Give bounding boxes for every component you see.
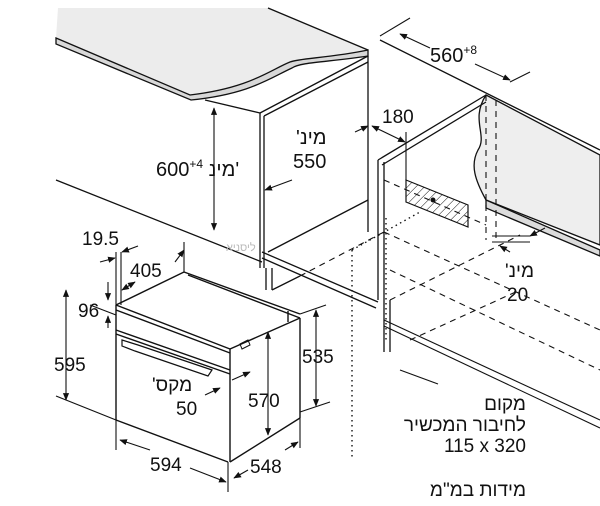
bottom-gap-prefix: מינ'	[505, 261, 535, 282]
connection-note-line3: 115 x 320	[443, 436, 526, 457]
rear-gap-label: 180	[382, 107, 414, 128]
cabinet-depth-prefix: מינ'	[296, 127, 327, 149]
right-cabinet	[377, 39, 600, 300]
cabinet-depth-label: 550	[293, 151, 327, 173]
left-cabinet	[204, 55, 369, 268]
cabinet-width-label: 560+8	[430, 43, 478, 67]
bottom-gap-label: 20	[507, 285, 529, 306]
oven-top-offset-label: 19.5	[82, 229, 119, 250]
dimension-lines	[55, 17, 546, 492]
oven-top-depth-label: 405	[130, 261, 162, 282]
connection-note: מקום לחיבור המכשיר 115 x 320	[360, 394, 526, 457]
watermark: ליסניא	[226, 242, 256, 254]
connection-note-line1: מקום	[484, 394, 526, 415]
dotted-lines	[351, 211, 421, 460]
door-projection-prefix: מקס'	[152, 375, 193, 396]
oven-control-panel-label: 96	[78, 301, 100, 322]
oven-depth-label: 548	[250, 457, 282, 478]
connection-note-line2: לחיבור המכשיר	[403, 415, 526, 436]
oven-body-height-label: 570	[248, 391, 280, 412]
units-note: מידות במ"מ	[429, 480, 526, 501]
oven-side-height-label: 535	[302, 347, 334, 368]
oven-total-height-label: 595	[54, 355, 86, 376]
floor-lines	[55, 179, 600, 429]
oven-width-label: 594	[150, 455, 182, 476]
cabinet-height-label: 600+4 מינ'	[156, 157, 240, 181]
oven-body	[115, 271, 301, 463]
connection-area	[399, 179, 469, 385]
door-projection-label: 50	[176, 399, 198, 420]
